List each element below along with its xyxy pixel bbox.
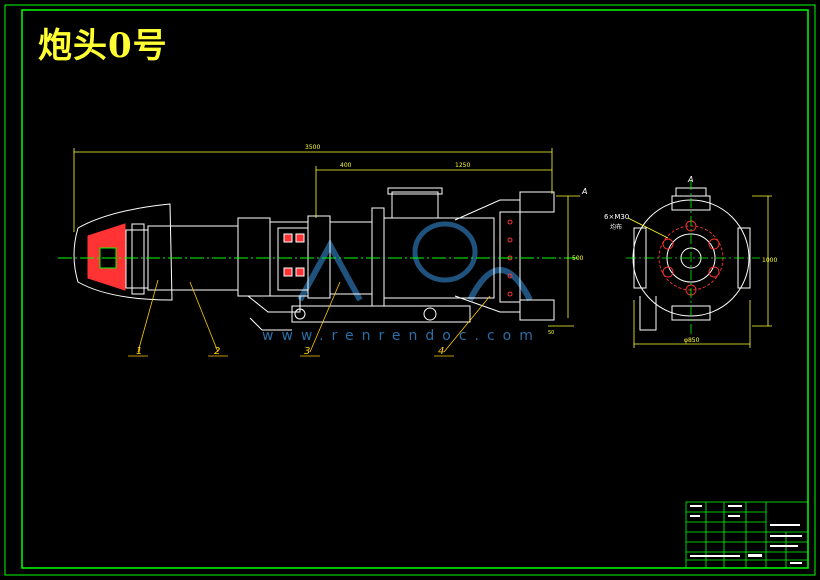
dim-b: 1250 bbox=[455, 162, 470, 169]
end-view bbox=[632, 187, 751, 331]
section-marker-main: A bbox=[581, 187, 587, 196]
balloon-4: 4 bbox=[438, 346, 444, 357]
hole-note: 均布 bbox=[610, 223, 622, 231]
bolt-3 bbox=[283, 267, 293, 277]
balloon-1: 1 bbox=[136, 346, 142, 357]
bolt-2 bbox=[295, 233, 305, 243]
bolt-1 bbox=[283, 233, 293, 243]
dim-side-width: φ850 bbox=[684, 337, 700, 344]
outer-frame bbox=[4, 4, 816, 576]
title-block-fill bbox=[690, 505, 802, 564]
dim-vertical-right: 500 bbox=[572, 255, 584, 262]
dim-a: 400 bbox=[340, 162, 352, 169]
inner-frame bbox=[21, 9, 809, 569]
leaders bbox=[128, 279, 491, 357]
fork-bottom-lug bbox=[519, 299, 555, 321]
dimensions-end bbox=[627, 195, 772, 348]
section-marker-end: A bbox=[687, 175, 693, 184]
main-view bbox=[73, 187, 555, 331]
dimensions-main bbox=[73, 148, 574, 327]
dim-overall-length: 3500 bbox=[305, 144, 320, 151]
dim-side-height: 1000 bbox=[762, 257, 777, 264]
balloon-3: 3 bbox=[304, 346, 310, 357]
drawing-title: 炮头0号 bbox=[38, 26, 168, 66]
balloon-2: 2 bbox=[214, 346, 220, 357]
title-block bbox=[685, 501, 809, 569]
hole-callout: 6×M30 bbox=[604, 213, 629, 221]
fork-top-lug bbox=[519, 191, 555, 213]
mid-housing bbox=[237, 217, 271, 297]
nozzle-cone bbox=[73, 203, 173, 301]
base-rail bbox=[291, 305, 471, 323]
bolt-4 bbox=[295, 267, 305, 277]
watermark-logo bbox=[297, 221, 533, 302]
top-box bbox=[391, 191, 439, 219]
nozzle-flange bbox=[125, 229, 149, 289]
watermark-text: www.renrendoc.com bbox=[262, 328, 541, 344]
dim-bottom-small: 50 bbox=[548, 330, 554, 336]
